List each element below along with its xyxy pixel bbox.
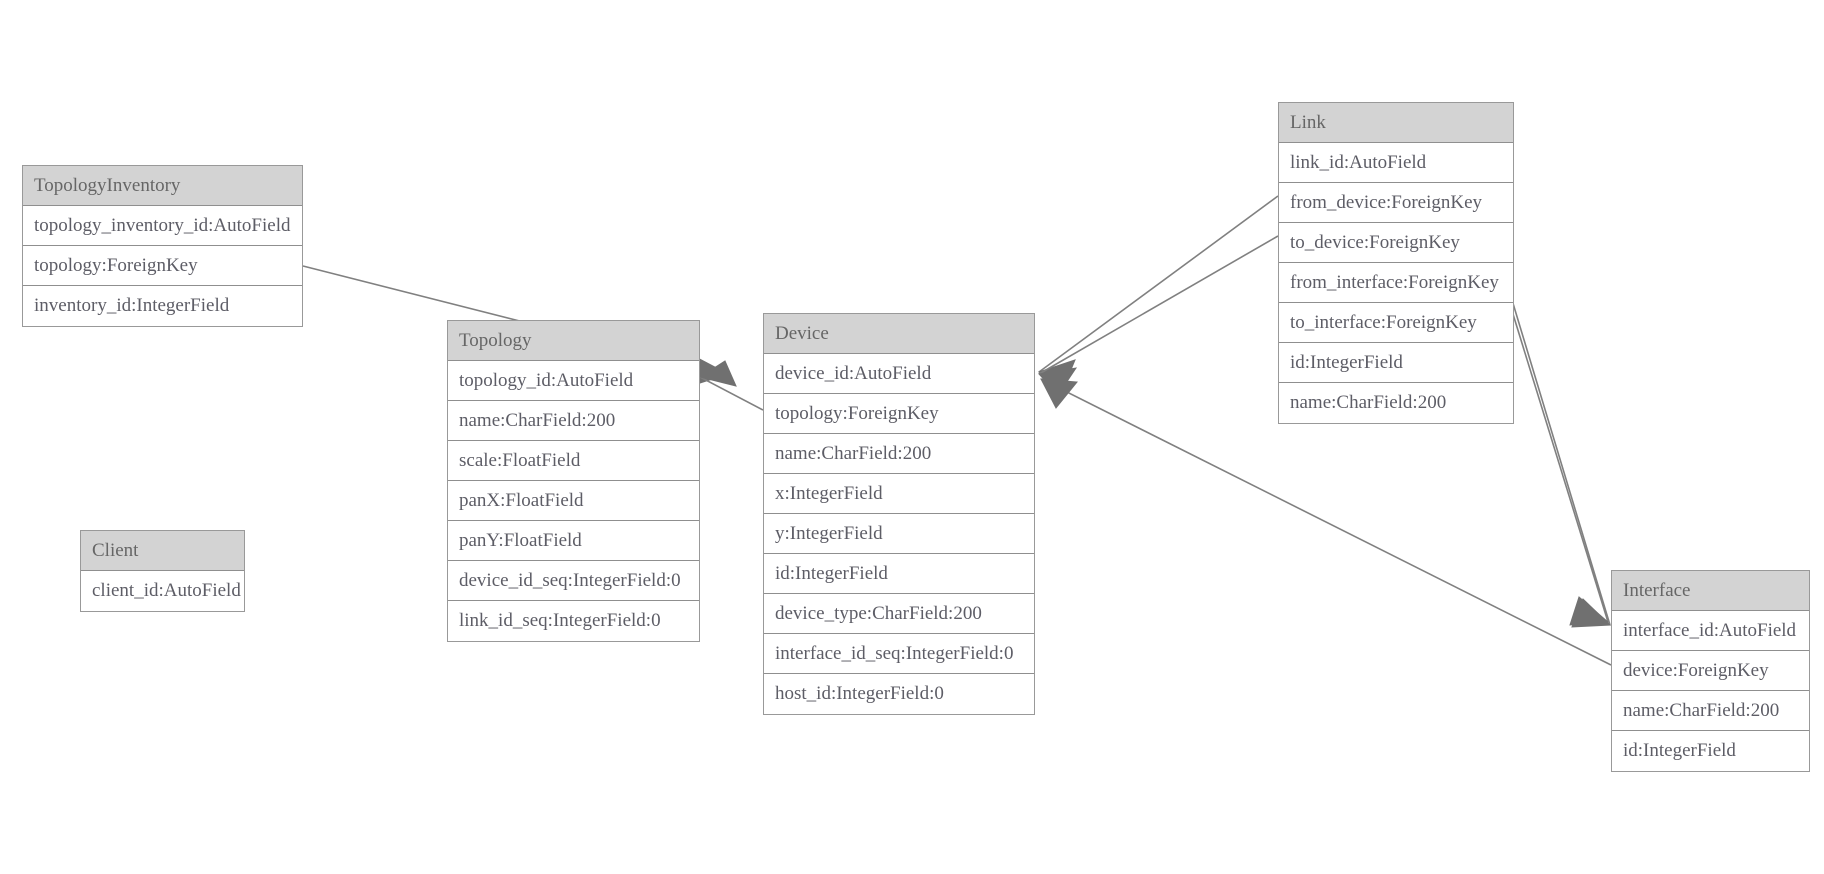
relationship-line [1511,299,1611,626]
entity-field-row[interactable]: y:IntegerField [764,514,1034,554]
arrowhead-icon [1037,359,1076,390]
relationship-line [1038,195,1279,373]
entity-field-row[interactable]: client_id:AutoField [81,571,244,611]
entity-title-link: Link [1279,103,1513,143]
entity-title-topology_inventory: TopologyInventory [23,166,302,206]
relationship-line [1038,235,1279,375]
entity-field-row[interactable]: topology:ForeignKey [23,246,302,286]
entity-field-row[interactable]: interface_id_seq:IntegerField:0 [764,634,1034,674]
entity-field-row[interactable]: id:IntegerField [764,554,1034,594]
entity-field-row[interactable]: panY:FloatField [448,521,699,561]
entity-field-row[interactable]: x:IntegerField [764,474,1034,514]
arrowhead-icon [698,360,737,387]
entity-title-interface: Interface [1612,571,1809,611]
entity-field-row[interactable]: inventory_id:IntegerField [23,286,302,326]
relationship-line [699,376,764,411]
entity-field-row[interactable]: name:CharField:200 [1279,383,1513,423]
relationship-link-from_interface [1499,271,1610,626]
arrowhead-icon [1569,596,1610,626]
entity-field-row[interactable]: host_id:IntegerField:0 [764,674,1034,714]
entity-field-row[interactable]: device:ForeignKey [1612,651,1809,691]
entity-field-row[interactable]: name:CharField:200 [448,401,699,441]
arrowhead-icon [1571,598,1612,628]
entity-title-client: Client [81,531,244,571]
entity-field-row[interactable]: id:IntegerField [1279,343,1513,383]
entity-field-row[interactable]: name:CharField:200 [764,434,1034,474]
relationship-link-from_device [1037,195,1279,390]
entity-field-row[interactable]: device_id_seq:IntegerField:0 [448,561,699,601]
arrowhead-icon [1038,367,1078,396]
entity-title-device: Device [764,314,1034,354]
arrowhead-icon [1040,378,1078,409]
entity-field-row[interactable]: link_id_seq:IntegerField:0 [448,601,699,641]
entity-field-row[interactable]: from_interface:ForeignKey [1279,263,1513,303]
entity-field-row[interactable]: link_id:AutoField [1279,143,1513,183]
entity-field-row[interactable]: name:CharField:200 [1612,691,1809,731]
entity-field-row[interactable]: interface_id:AutoField [1612,611,1809,651]
entity-field-row[interactable]: to_interface:ForeignKey [1279,303,1513,343]
entity-field-row[interactable]: topology_inventory_id:AutoField [23,206,302,246]
relationship-device-topology [698,360,764,411]
entity-field-row[interactable]: device_type:CharField:200 [764,594,1034,634]
relationship-line [1499,271,1609,623]
relationship-link-to_device [1038,235,1279,396]
entity-field-row[interactable]: to_device:ForeignKey [1279,223,1513,263]
entity-field-row[interactable]: topology:ForeignKey [764,394,1034,434]
entity-field-row[interactable]: topology_id:AutoField [448,361,699,401]
entity-field-row[interactable]: id:IntegerField [1612,731,1809,771]
entity-title-topology: Topology [448,321,699,361]
entity-field-row[interactable]: panX:FloatField [448,481,699,521]
entity-field-row[interactable]: scale:FloatField [448,441,699,481]
entity-field-row[interactable]: device_id:AutoField [764,354,1034,394]
relationship-link-to_interface [1511,299,1612,628]
entity-field-row[interactable]: from_device:ForeignKey [1279,183,1513,223]
